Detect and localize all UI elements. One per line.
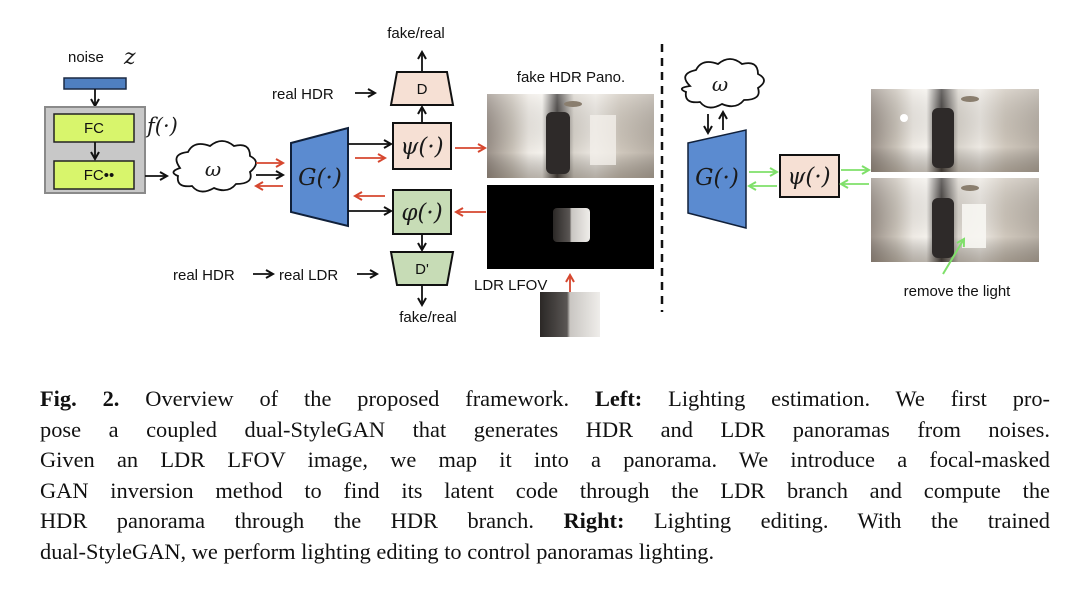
green-arrow-annotation xyxy=(942,239,964,275)
latent-cloud-icon xyxy=(680,58,765,109)
caption-text: pose a coupled dual-StyleGAN that genera… xyxy=(40,416,1050,442)
right-panel: ω G(·) ψ(·) remove the light xyxy=(680,58,1039,300)
remove-light-label: remove the light xyxy=(904,283,1012,300)
caption-line: pose a coupled dual-StyleGAN that genera… xyxy=(40,415,1050,446)
caption-line: HDR panorama through the HDR branch. Rig… xyxy=(40,506,1050,537)
ldr-lfov-label: LDR LFOV xyxy=(474,277,547,294)
caption-bold-text: Fig. 2. xyxy=(40,386,120,411)
caption-line: dual-StyleGAN, we perform lighting editi… xyxy=(40,537,1050,568)
right-latent-symbol: ω xyxy=(712,72,728,96)
latent-cloud-icon xyxy=(172,140,257,193)
original-panorama-image xyxy=(871,89,1039,172)
right-generator-label: G(·) xyxy=(695,165,739,191)
fake-real-top-label: fake/real xyxy=(387,25,445,42)
generator-label: G(·) xyxy=(298,165,342,191)
caption-text: Overview of the proposed framework. xyxy=(119,386,595,411)
left-panel: noise z FC FC•• f(·) ω G(·) ψ(·) xyxy=(44,25,654,337)
hdr-discriminator-block xyxy=(389,71,455,106)
real-hdr-bottom-label: real HDR xyxy=(173,267,235,284)
fc-label-1: FC xyxy=(84,120,104,137)
ldr-head-label: φ(·) xyxy=(401,200,442,226)
fake-hdr-pano-label: fake HDR Pano. xyxy=(517,69,625,86)
right-hdr-head-label: ψ(·) xyxy=(787,164,830,190)
latent-symbol: ω xyxy=(205,157,221,181)
caption-line: Fig. 2. Overview of the proposed framewo… xyxy=(40,384,1050,415)
ldr-lfov-input-image xyxy=(540,292,600,337)
fake-hdr-panorama-image xyxy=(487,94,654,178)
fc-layer-2 xyxy=(53,160,135,190)
generator-block xyxy=(290,126,349,228)
mapping-function-label: f(·) xyxy=(145,114,178,138)
hdr-discriminator-label: D xyxy=(417,81,428,98)
fc-label-2: FC•• xyxy=(84,167,115,184)
caption-text: Given an LDR LFOV image, we map it into … xyxy=(40,447,1050,472)
right-hdr-head-block xyxy=(779,154,840,198)
ldr-discriminator-label: D' xyxy=(415,261,429,278)
caption-text: dual-StyleGAN, we perform lighting editi… xyxy=(40,538,715,564)
caption-text: GAN inversion method to find its latent … xyxy=(40,477,1050,503)
figure-caption: Fig. 2. Overview of the proposed framewo… xyxy=(40,384,1050,567)
noise-symbol: z xyxy=(123,45,136,70)
caption-text: HDR panorama through the HDR branch. xyxy=(40,508,564,533)
masked-ldr-panorama-image xyxy=(487,185,654,269)
hdr-head-label: ψ(·) xyxy=(400,134,443,160)
edited-panorama-image xyxy=(871,178,1039,262)
noise-vector-bar xyxy=(63,77,127,90)
caption-text: Lighting estimation. We first pro- xyxy=(642,386,1050,411)
real-ldr-label: real LDR xyxy=(279,267,338,284)
caption-bold-text: Left: xyxy=(595,386,643,411)
caption-text: Lighting editing. With the trained xyxy=(624,508,1050,533)
ldr-discriminator-block xyxy=(389,251,455,286)
real-hdr-top-label: real HDR xyxy=(272,86,334,103)
caption-line: Given an LDR LFOV image, we map it into … xyxy=(40,445,1050,476)
fake-real-bottom-label: fake/real xyxy=(399,309,457,326)
hdr-head-block xyxy=(392,122,452,170)
caption-bold-text: Right: xyxy=(563,508,625,533)
ldr-head-block xyxy=(392,189,452,235)
right-generator-block xyxy=(687,129,747,229)
caption-line: GAN inversion method to find its latent … xyxy=(40,476,1050,507)
fc-layer-1 xyxy=(53,113,135,143)
framework-diagram: noise z FC FC•• f(·) ω G(·) ψ(·) xyxy=(44,25,1039,337)
noise-label: noise xyxy=(68,49,104,66)
